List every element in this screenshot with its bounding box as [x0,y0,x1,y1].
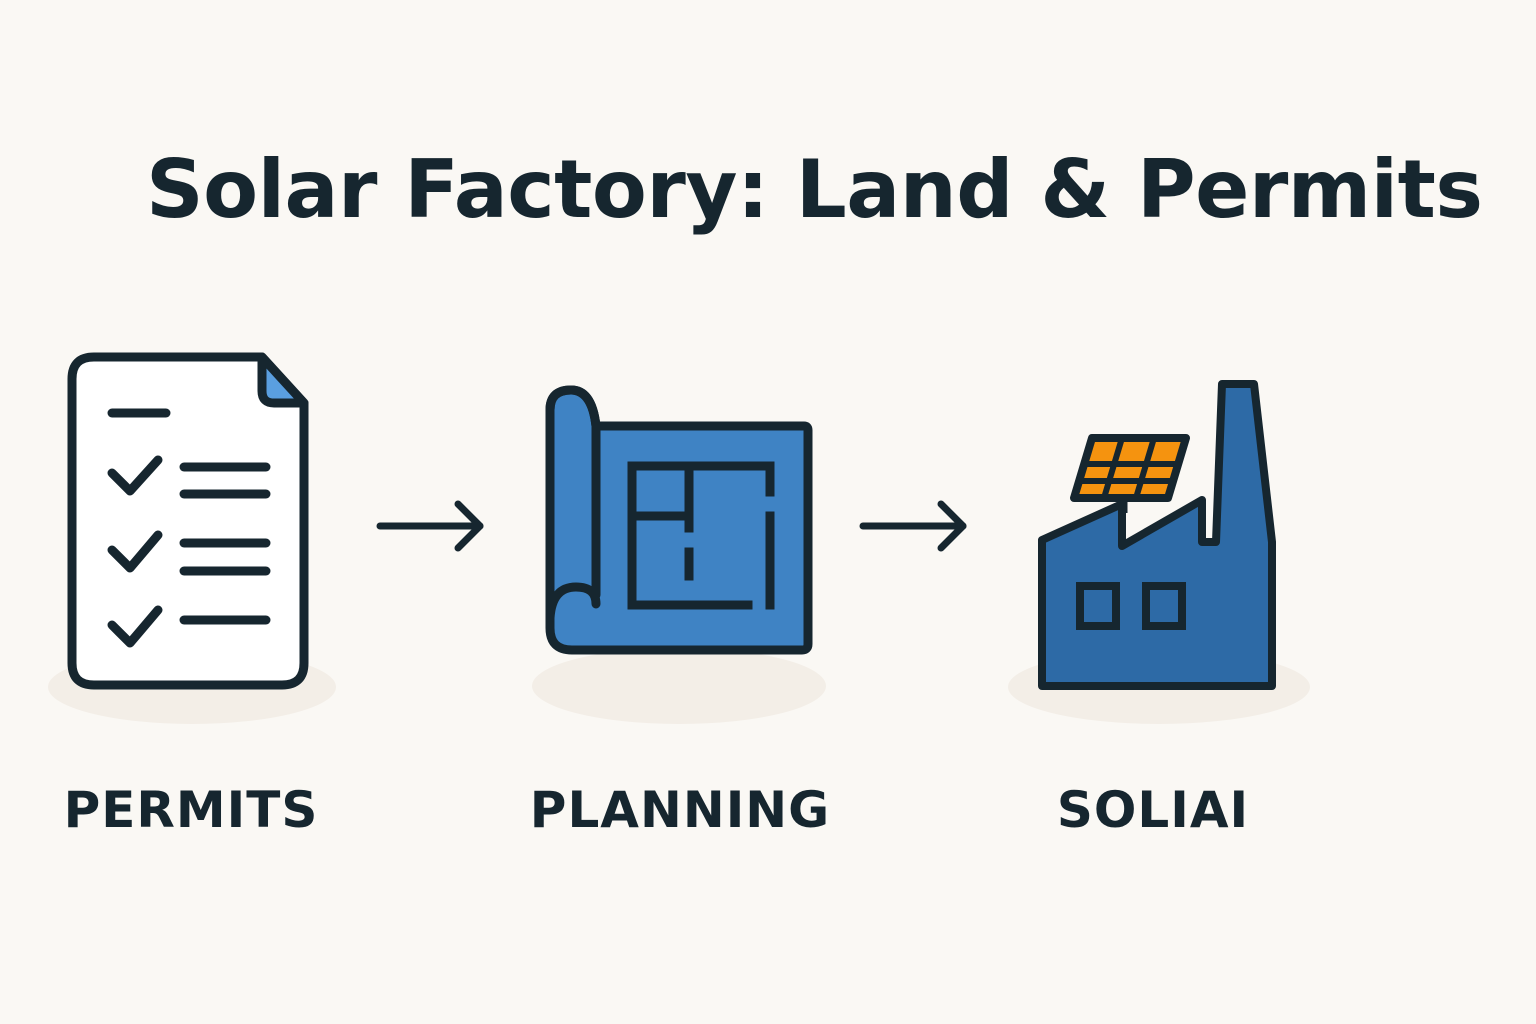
step-label-soliai: SOLIAI [1056,781,1250,839]
step-label-planning: PLANNING [529,781,831,839]
diagram-title: Solar Factory: Land & Permits [146,143,1483,236]
blueprint-icon [545,385,813,655]
solar-factory-icon [1038,380,1276,690]
step-label-permits: PERMITS [63,781,319,839]
arrow-right-icon [859,500,967,552]
arrow-right-icon [376,500,484,552]
planning-icon-shadow [532,648,826,724]
checklist-document-icon [67,352,309,690]
